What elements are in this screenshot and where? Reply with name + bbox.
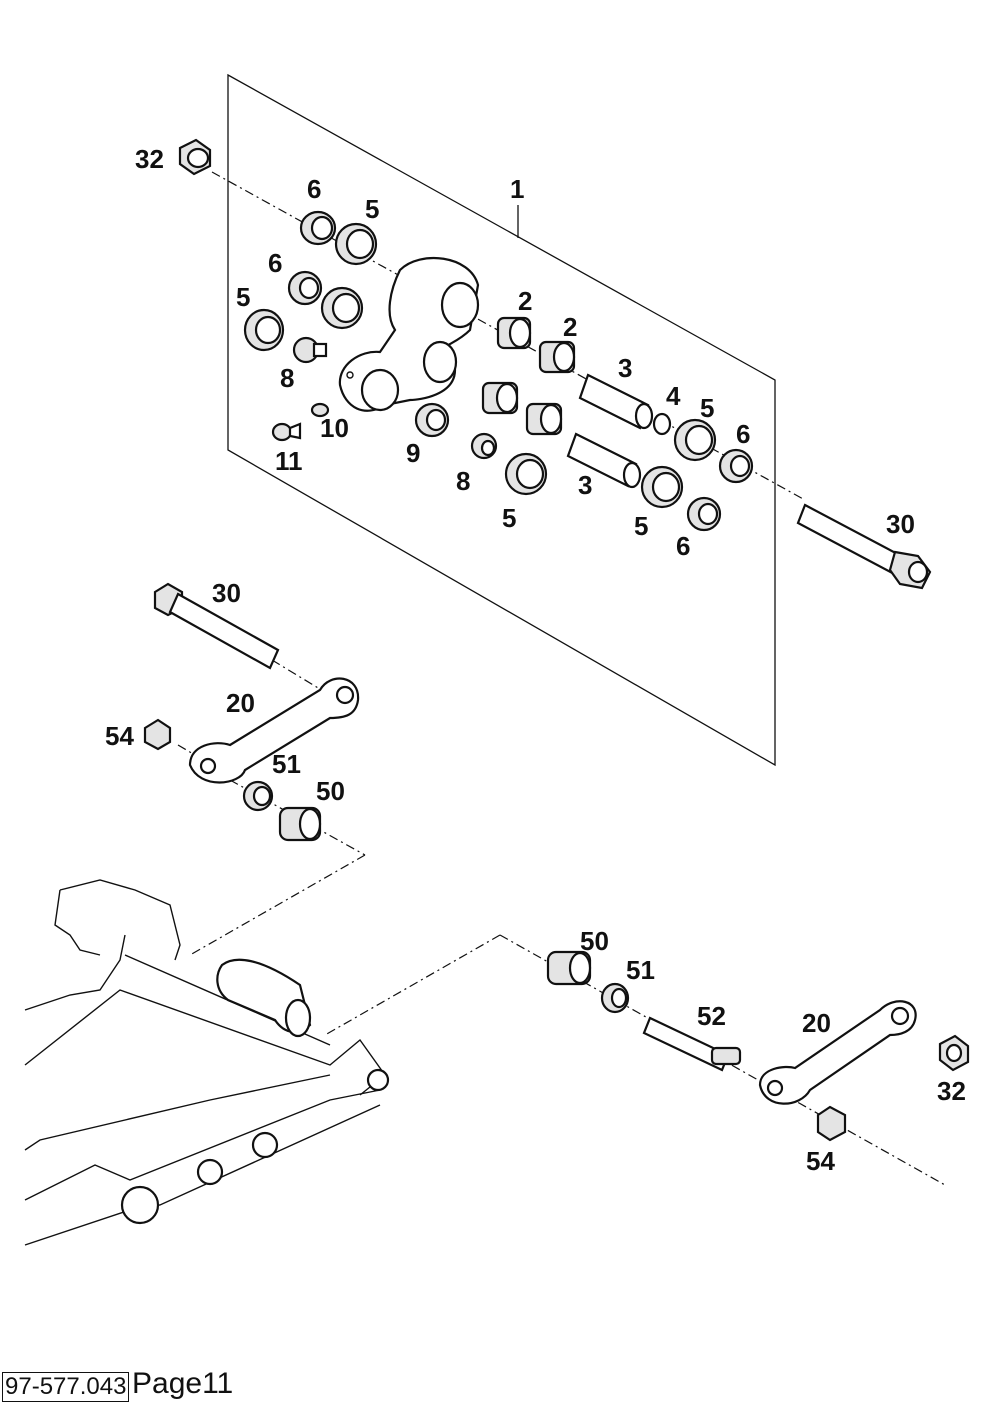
- label-30-left: 30: [212, 578, 241, 608]
- label-10: 10: [320, 413, 349, 443]
- label-5-right-upper: 5: [700, 393, 714, 423]
- label-51-right: 51: [626, 955, 655, 985]
- bushing-5-left: [243, 308, 285, 352]
- seal-6-mid: [287, 270, 323, 306]
- spacer-8-upper: [292, 336, 328, 364]
- bolt-30-right: [796, 503, 932, 590]
- label-54-left: 54: [105, 721, 134, 751]
- label-11: 11: [275, 446, 303, 476]
- needle-bearing-lower-b: [525, 402, 563, 436]
- seal-6-upper: [299, 210, 337, 246]
- bushing-5-upper: [334, 222, 378, 266]
- label-50-left: 50: [316, 776, 345, 806]
- bearing-50-left: [278, 806, 322, 842]
- label-4: 4: [666, 381, 681, 411]
- label-20-left: 20: [226, 688, 255, 718]
- label-5-left: 5: [236, 282, 250, 312]
- label-6-mid: 6: [268, 248, 282, 278]
- sleeve-3-lower: [566, 432, 642, 489]
- axis-to-frame-b: [324, 934, 501, 1036]
- label-2a: 2: [518, 286, 532, 316]
- label-9: 9: [406, 438, 420, 468]
- label-20-right: 20: [802, 1008, 831, 1038]
- bushing-5-right-lower: [640, 465, 684, 509]
- drawing-code: 97-577.043: [2, 1372, 130, 1402]
- label-54-right: 54: [806, 1146, 835, 1176]
- label-50-right: 50: [580, 926, 609, 956]
- label-32-right: 32: [937, 1076, 966, 1106]
- label-6-right-lower: 6: [676, 531, 690, 561]
- grease-nipple-10: [310, 402, 330, 418]
- bushing-5-mid: [320, 286, 364, 330]
- needle-bearing-2a: [496, 316, 532, 350]
- label-52: 52: [697, 1001, 726, 1031]
- label-5-upper: 5: [365, 194, 379, 224]
- link-20-left: [188, 677, 360, 784]
- label-8-lower: 8: [456, 466, 470, 496]
- circlip-4: [652, 412, 672, 436]
- label-32-top: 32: [135, 144, 164, 174]
- seal-51-left: [242, 780, 274, 812]
- label-5-right-lower: 5: [634, 511, 648, 541]
- label-51-left: 51: [272, 749, 301, 779]
- link-20-right: [758, 1000, 917, 1105]
- label-1: 1: [510, 174, 524, 204]
- axis-to-frame-a: [189, 854, 366, 956]
- assembly-1-outline: [227, 73, 776, 767]
- pin-52: [642, 1016, 742, 1072]
- bushing-5-lower-center: [504, 452, 548, 496]
- cap-11: [271, 422, 302, 442]
- sleeve-3-upper: [578, 373, 654, 430]
- axis-link-left: [177, 744, 196, 756]
- spacer-9: [414, 402, 450, 438]
- bolt-30-left: [153, 582, 280, 670]
- label-3-lower: 3: [578, 470, 592, 500]
- needle-bearing-lower-a: [481, 381, 519, 415]
- page-number: Page11: [132, 1367, 234, 1400]
- seal-51-right: [600, 982, 630, 1014]
- swingarm: [24, 879, 390, 1246]
- nut-32-right: [938, 1034, 970, 1072]
- label-8-upper: 8: [280, 363, 294, 393]
- rocker-arm: [338, 256, 480, 412]
- label-6-right-upper: 6: [736, 419, 750, 449]
- label-6-upper: 6: [307, 174, 321, 204]
- bushing-5-right-upper: [673, 418, 717, 462]
- seal-6-right-upper: [718, 448, 754, 484]
- label-30-right: 30: [886, 509, 915, 539]
- bearing-50-right: [546, 950, 592, 986]
- seal-6-right-lower: [686, 496, 722, 532]
- needle-bearing-2b: [538, 340, 576, 374]
- nut-54-right: [816, 1105, 847, 1142]
- nut-54-left: [143, 718, 172, 751]
- label-2b: 2: [563, 312, 577, 342]
- nut-32-top: [178, 138, 212, 176]
- label-3-upper: 3: [618, 353, 632, 383]
- label-5-lower-center: 5: [502, 503, 516, 533]
- spacer-8-lower: [470, 432, 498, 460]
